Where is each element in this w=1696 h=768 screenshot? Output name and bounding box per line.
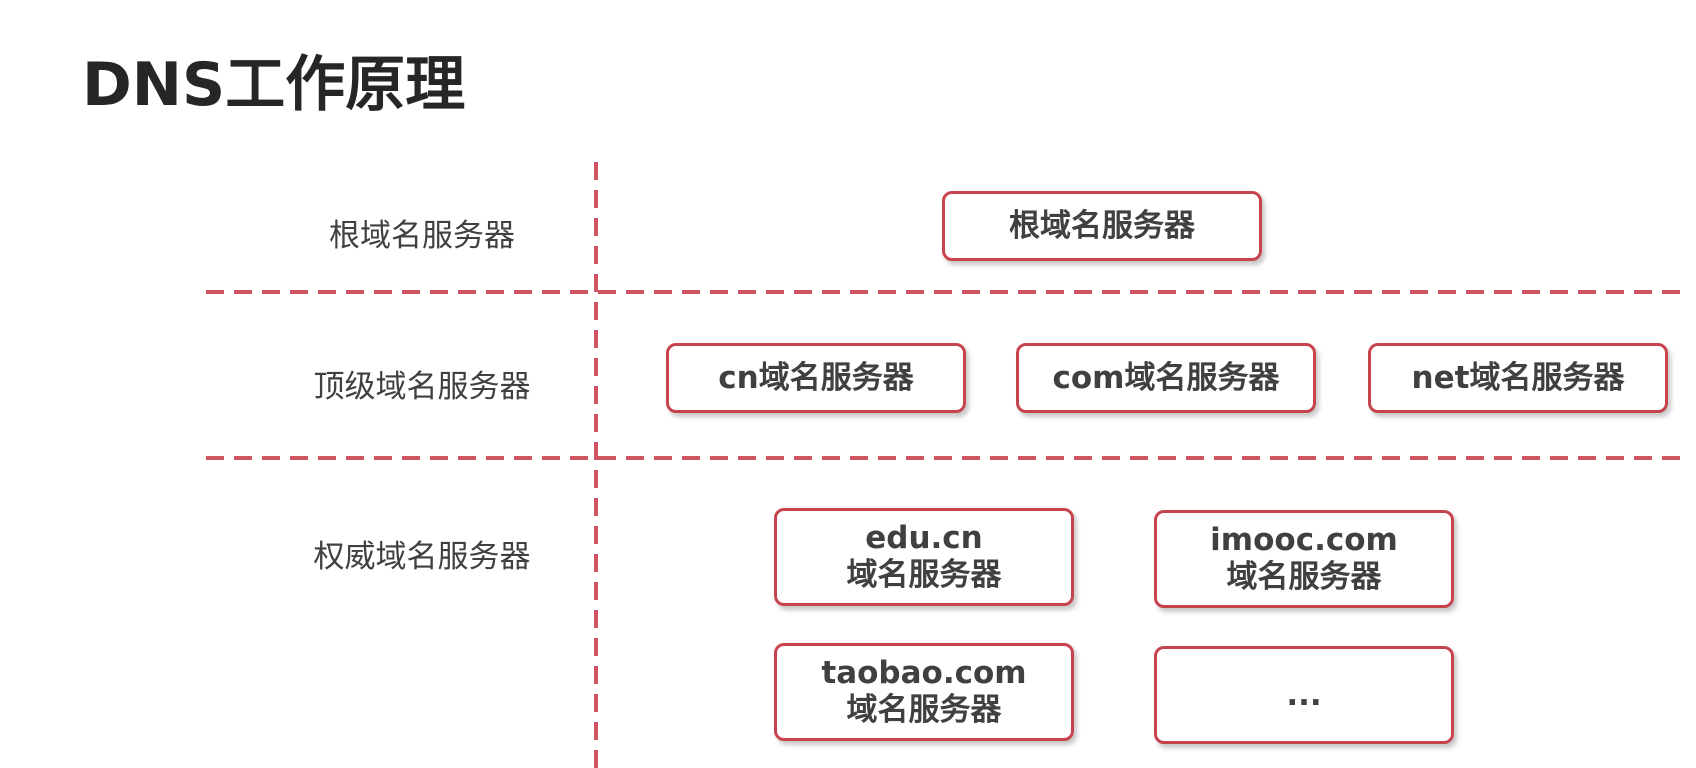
- cn-server-label: cn域名服务器: [718, 359, 914, 396]
- net-server-node: net域名服务器: [1368, 343, 1668, 413]
- level-label-authoritative: 权威域名服务器: [313, 539, 531, 575]
- imooc-com-server-node: imooc.com 域名服务器: [1154, 510, 1454, 608]
- taobao-com-server-text: 域名服务器: [846, 692, 1002, 728]
- com-server-node: com域名服务器: [1016, 343, 1316, 413]
- level-label-root: 根域名服务器: [329, 218, 515, 254]
- com-server-label: com域名服务器: [1052, 359, 1280, 396]
- edu-cn-domain: edu.cn: [865, 520, 983, 556]
- root-server-label: 根域名服务器: [1009, 207, 1195, 244]
- level-label-tld: 顶级域名服务器: [313, 369, 531, 405]
- net-server-label: net域名服务器: [1411, 359, 1625, 396]
- cn-server-node: cn域名服务器: [666, 343, 966, 413]
- taobao-com-server-node: taobao.com 域名服务器: [774, 643, 1074, 741]
- edu-cn-server-node: edu.cn 域名服务器: [774, 508, 1074, 606]
- more-servers-node: ...: [1154, 646, 1454, 744]
- root-server-node: 根域名服务器: [942, 191, 1262, 261]
- more-servers-ellipsis: ...: [1286, 676, 1322, 713]
- imooc-com-domain: imooc.com: [1210, 522, 1398, 558]
- imooc-com-server-text: 域名服务器: [1226, 559, 1382, 595]
- edu-cn-server-text: 域名服务器: [846, 557, 1002, 593]
- page-title: DNS工作原理: [82, 50, 466, 120]
- taobao-com-domain: taobao.com: [821, 655, 1027, 691]
